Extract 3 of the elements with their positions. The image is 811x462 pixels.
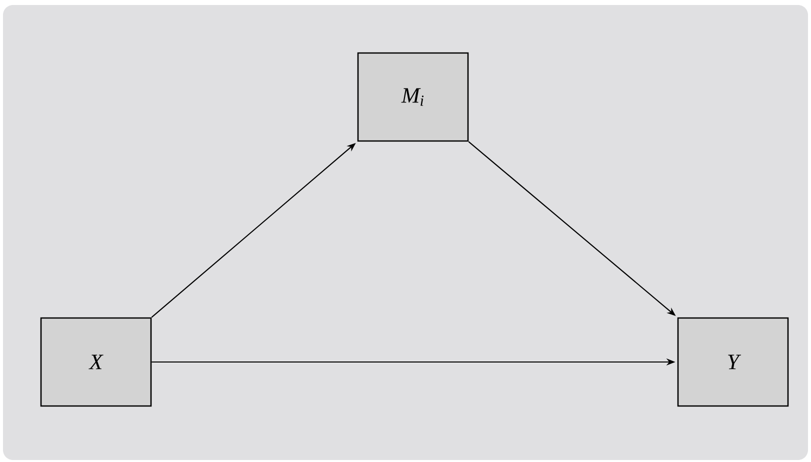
variable-box: X [40, 317, 152, 407]
variable-box: Y [677, 317, 789, 407]
variable-box: M$_{i}$ [357, 52, 469, 142]
